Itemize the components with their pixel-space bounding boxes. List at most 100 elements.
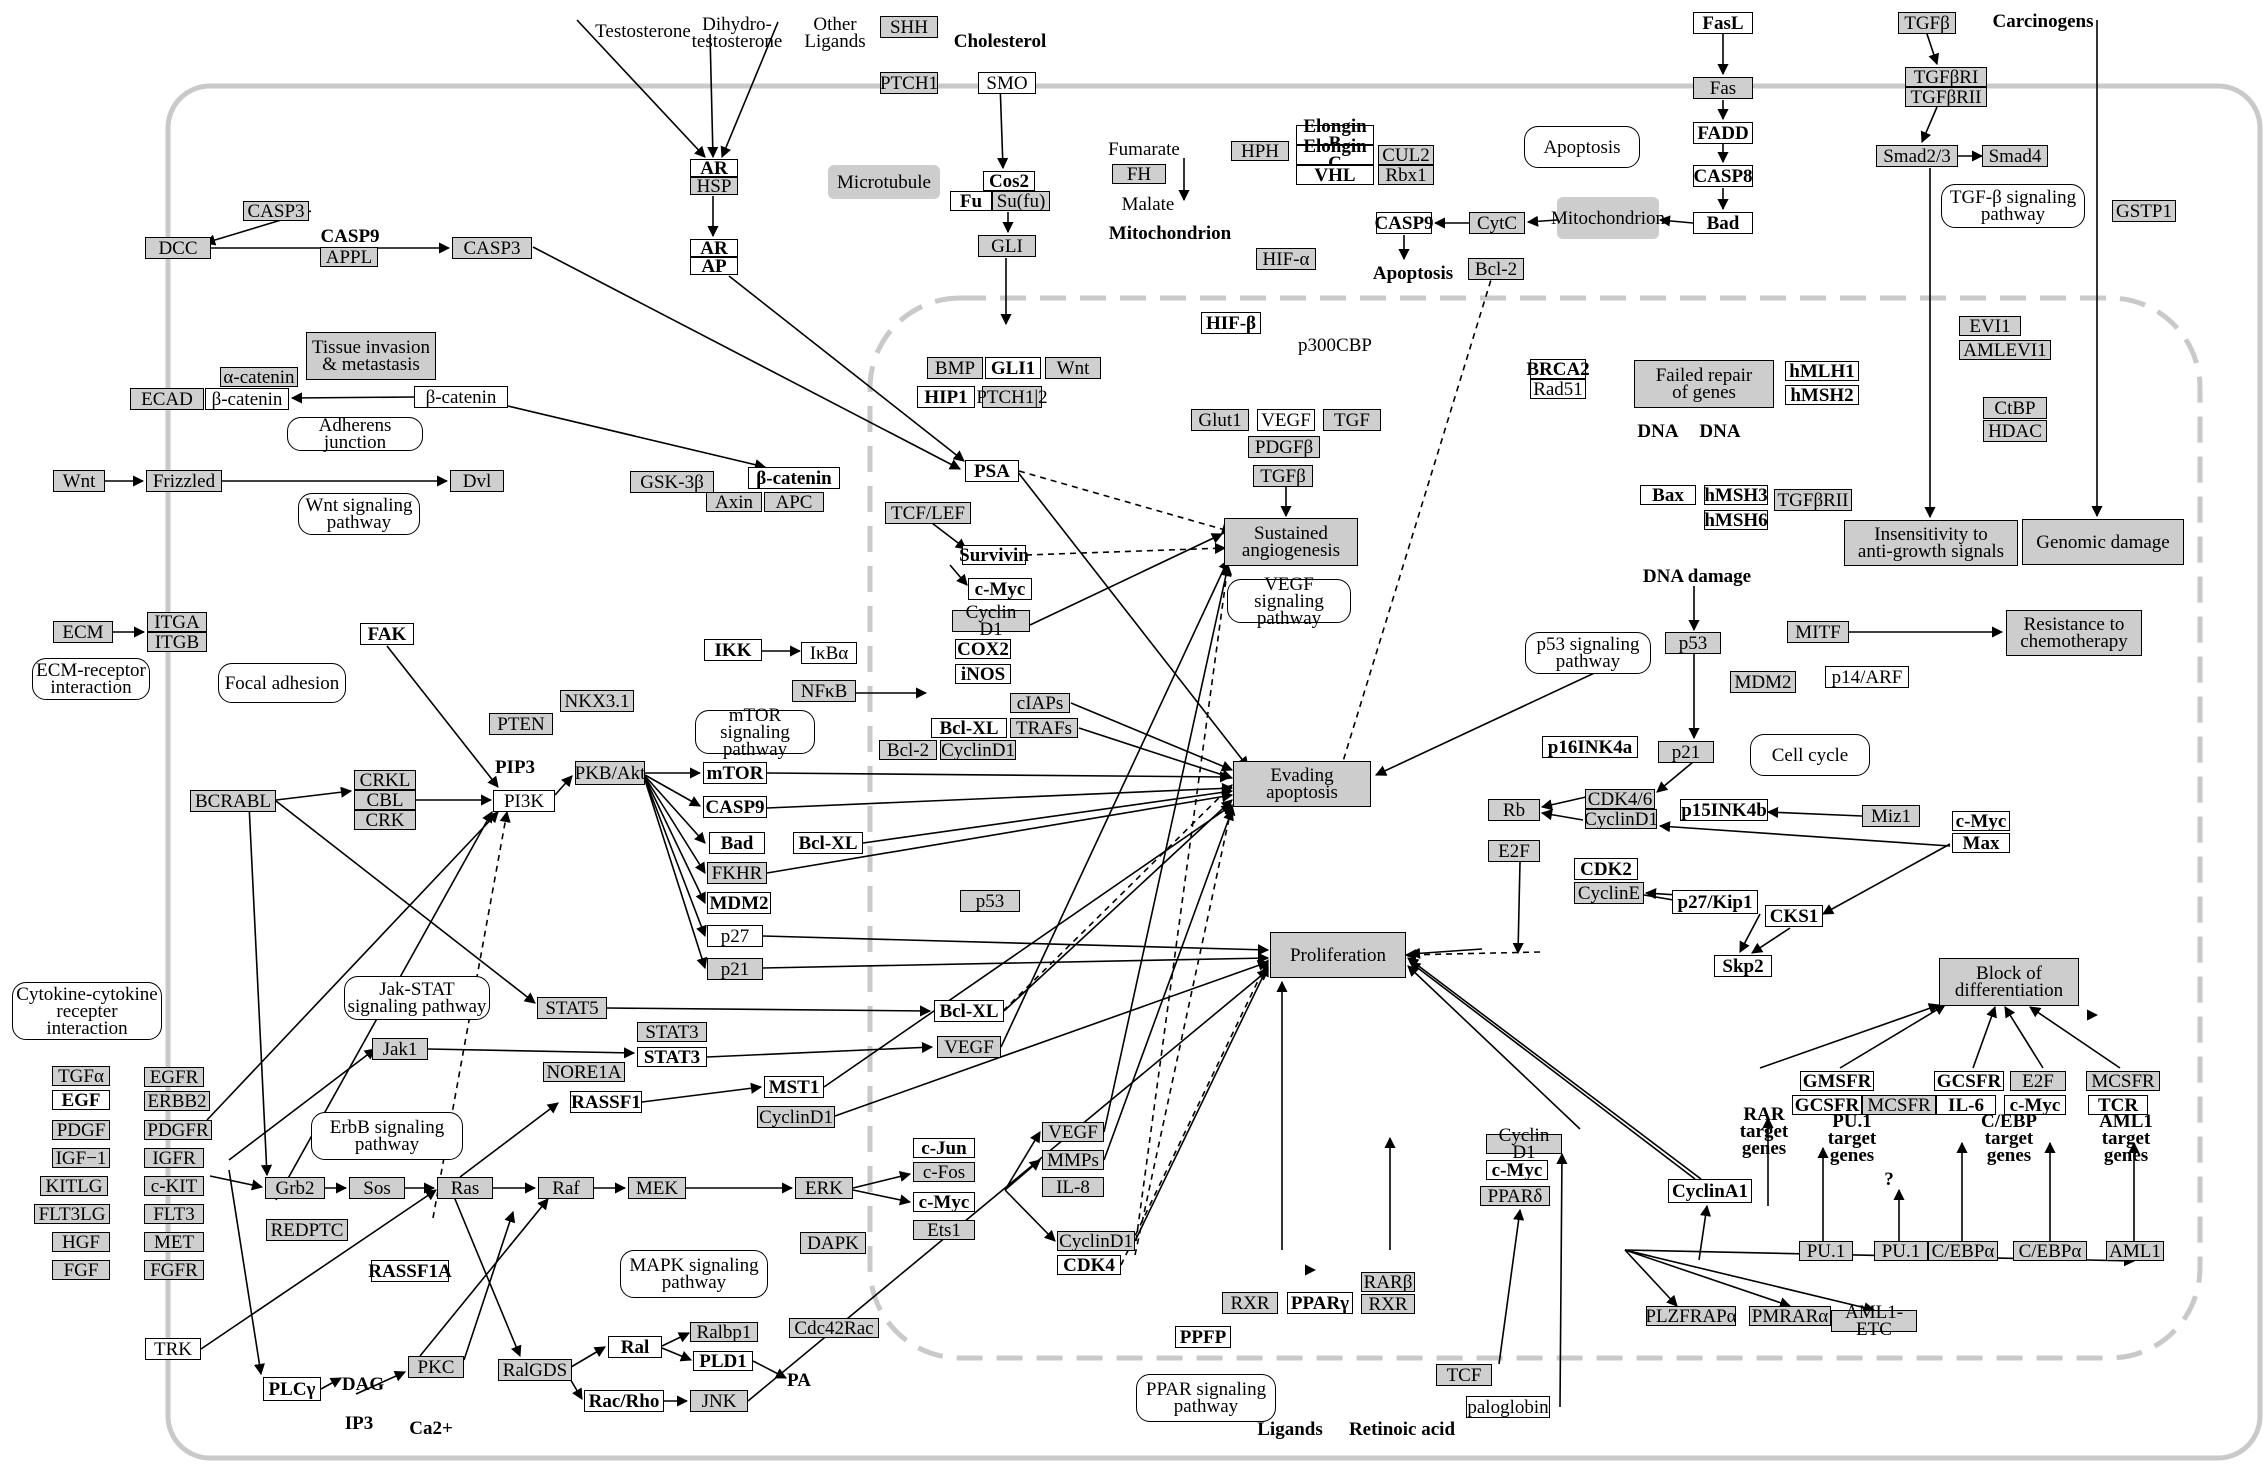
node-c-myc-diff: c-Myc bbox=[2004, 1095, 2066, 1115]
node-retinoic-acid: Retinoic acid bbox=[1348, 1418, 1456, 1440]
node-bcl2-top: Bcl-2 bbox=[1468, 258, 1524, 280]
node-apoptosis-top: Apoptosis bbox=[1524, 126, 1640, 168]
node-fu: Fu bbox=[950, 191, 992, 211]
node-c-kit: c-KIT bbox=[144, 1176, 204, 1196]
node-cebpa-a: C/EBPα bbox=[1928, 1241, 1998, 1261]
node-ecad: ECAD bbox=[130, 388, 204, 410]
node-ciaps: cIAPs bbox=[1010, 693, 1070, 713]
node-cyclin-d1-mid: Cyclin D1 bbox=[952, 603, 1030, 639]
node-evi1: EVI1 bbox=[1959, 316, 2021, 336]
node-ral: Ral bbox=[608, 1336, 662, 1358]
node-hif-beta: HIF-β bbox=[1201, 312, 1261, 334]
node-igfr: IGFR bbox=[144, 1148, 204, 1168]
node-ip3: IP3 bbox=[344, 1412, 374, 1434]
node-ikk: IKK bbox=[704, 639, 762, 661]
node-cyclind1-ppar: Cyclin D1 bbox=[1486, 1126, 1562, 1162]
node-aml1-target: AML1 target genes bbox=[2099, 1110, 2153, 1166]
node-brca2: BRCA2 bbox=[1526, 358, 1590, 380]
node-cytc: CytC bbox=[1469, 212, 1525, 234]
node-hmsh3: hMSH3 bbox=[1704, 484, 1768, 506]
node-malate: Malate bbox=[1121, 193, 1175, 215]
node-stat5: STAT5 bbox=[537, 997, 607, 1019]
node-rassf1a: RASSF1A bbox=[368, 1260, 452, 1282]
node-erk: ERK bbox=[795, 1177, 853, 1199]
node-survivin: Survivin bbox=[959, 544, 1029, 566]
node-bad-top: Bad bbox=[1693, 212, 1753, 234]
node-e2f: E2F bbox=[1488, 840, 1540, 862]
node-trk: TRK bbox=[145, 1338, 201, 1360]
node-cbl: CBL bbox=[354, 790, 416, 810]
node-ralgds: RalGDS bbox=[498, 1359, 572, 1381]
node-carcinogens: Carcinogens bbox=[1992, 10, 2094, 32]
node-c-myc-low: c-Myc bbox=[913, 1192, 975, 1212]
node-casp3-a: CASP3 bbox=[243, 201, 309, 221]
node-fasl: FasL bbox=[1693, 12, 1753, 34]
node-kitlg: KITLG bbox=[40, 1176, 108, 1196]
node-smo: SMO bbox=[978, 72, 1036, 94]
node-p53-signaling: p53 signaling pathway bbox=[1525, 632, 1651, 674]
node-hif-alpha: HIF-α bbox=[1256, 248, 1316, 270]
node-skp2: Skp2 bbox=[1714, 955, 1772, 977]
node-cox2: COX2 bbox=[955, 639, 1011, 659]
node-rarb: RARβ bbox=[1361, 1272, 1415, 1292]
node-p14arf: p14/ARF bbox=[1825, 666, 1909, 688]
node-tgfb-mid: TGFβ bbox=[1253, 465, 1313, 487]
node-ecm-receptor: ECM-receptor interaction bbox=[32, 658, 150, 700]
node-il6: IL-6 bbox=[1936, 1095, 1996, 1115]
node-mtor-signaling: mTOR signaling pathway bbox=[695, 706, 815, 759]
cell-membrane-outline bbox=[165, 83, 2263, 1461]
node-cdc42rac: Cdc42Rac bbox=[789, 1318, 879, 1338]
node-cholesterol: Cholesterol bbox=[953, 30, 1047, 52]
node-microtubule: Microtubule bbox=[828, 165, 940, 199]
node-bad-mid: Bad bbox=[709, 832, 765, 854]
node-cebp-target: C/EBP target genes bbox=[1981, 1110, 2037, 1166]
node-ar2: AR bbox=[690, 239, 738, 258]
node-casp9-left: CASP9 bbox=[320, 225, 380, 247]
node-pu1-target: PU.1 target genes bbox=[1827, 1110, 1877, 1166]
node-plcy: PLCγ bbox=[263, 1377, 321, 1401]
node-adherens: Adherens junction bbox=[287, 416, 423, 452]
node-cdk4-low: CDK4 bbox=[1057, 1255, 1121, 1275]
node-cytokine: Cytokine-cytokine recepter interaction bbox=[12, 982, 162, 1040]
node-cyclind1-b: CyclinD1 bbox=[940, 739, 1016, 761]
node-apc: APC bbox=[764, 492, 824, 512]
node-casp8: CASP8 bbox=[1693, 165, 1753, 187]
node-tcr: TCR bbox=[2088, 1095, 2148, 1115]
node-ppar-signaling: PPAR signaling pathway bbox=[1136, 1374, 1276, 1422]
node-gcsfr-a: GCSFR bbox=[1792, 1095, 1862, 1115]
node-ligands: Ligands bbox=[1257, 1418, 1323, 1440]
node-cycline: CyclinE bbox=[1574, 882, 1644, 904]
node-vegf-low: VEGF bbox=[937, 1036, 1001, 1058]
node-fadd: FADD bbox=[1693, 122, 1753, 144]
node-frizzled: Frizzled bbox=[146, 470, 222, 492]
node-proliferation: Proliferation bbox=[1270, 932, 1406, 978]
node-paloglobin: paloglobin bbox=[1466, 1396, 1550, 1418]
node-tgfbr2-b: TGFβRII bbox=[1774, 489, 1852, 511]
node-c-myc-mid: c-Myc bbox=[968, 578, 1032, 600]
node-mitochondrion-label: Mitochondrion bbox=[1108, 222, 1232, 244]
node-insensitivity: Insensitivity to anti-growth signals bbox=[1844, 520, 2018, 566]
node-bcl-xl-mid: Bcl-XL bbox=[931, 718, 1007, 738]
node-mmps: MMPs bbox=[1042, 1150, 1104, 1170]
node-hsp: HSP bbox=[690, 177, 738, 196]
node-rxr-low: RXR bbox=[1222, 1292, 1278, 1314]
node-mek: MEK bbox=[628, 1177, 686, 1199]
node-stat3-b: STAT3 bbox=[637, 1047, 707, 1067]
node-e2f-low: E2F bbox=[2010, 1071, 2066, 1091]
node-dna2: DNA bbox=[1699, 420, 1741, 442]
node-c-myc-cc: c-Myc bbox=[1952, 811, 2010, 831]
node-il8: IL-8 bbox=[1042, 1177, 1104, 1197]
node-ets1: Ets1 bbox=[913, 1220, 975, 1240]
node-genomic-damage: Genomic damage bbox=[2022, 519, 2184, 565]
node-c-jun: c-Jun bbox=[913, 1138, 975, 1158]
node-vegf-low2: VEGF bbox=[1042, 1122, 1104, 1142]
node-cdk46: CDK4/6 bbox=[1585, 789, 1655, 809]
node-tgfb-signaling: TGF-β signaling pathway bbox=[1941, 184, 2085, 228]
node-hdac: HDAC bbox=[1983, 420, 2047, 442]
node-vegf-mid: VEGF bbox=[1257, 409, 1315, 431]
node-pdgfr: PDGFR bbox=[144, 1120, 212, 1140]
node-p21-right: p21 bbox=[1658, 741, 1714, 763]
node-dna-damage: DNA damage bbox=[1642, 565, 1752, 587]
node-bax: Bax bbox=[1640, 485, 1696, 505]
node-mdm2-right: MDM2 bbox=[1730, 671, 1796, 693]
